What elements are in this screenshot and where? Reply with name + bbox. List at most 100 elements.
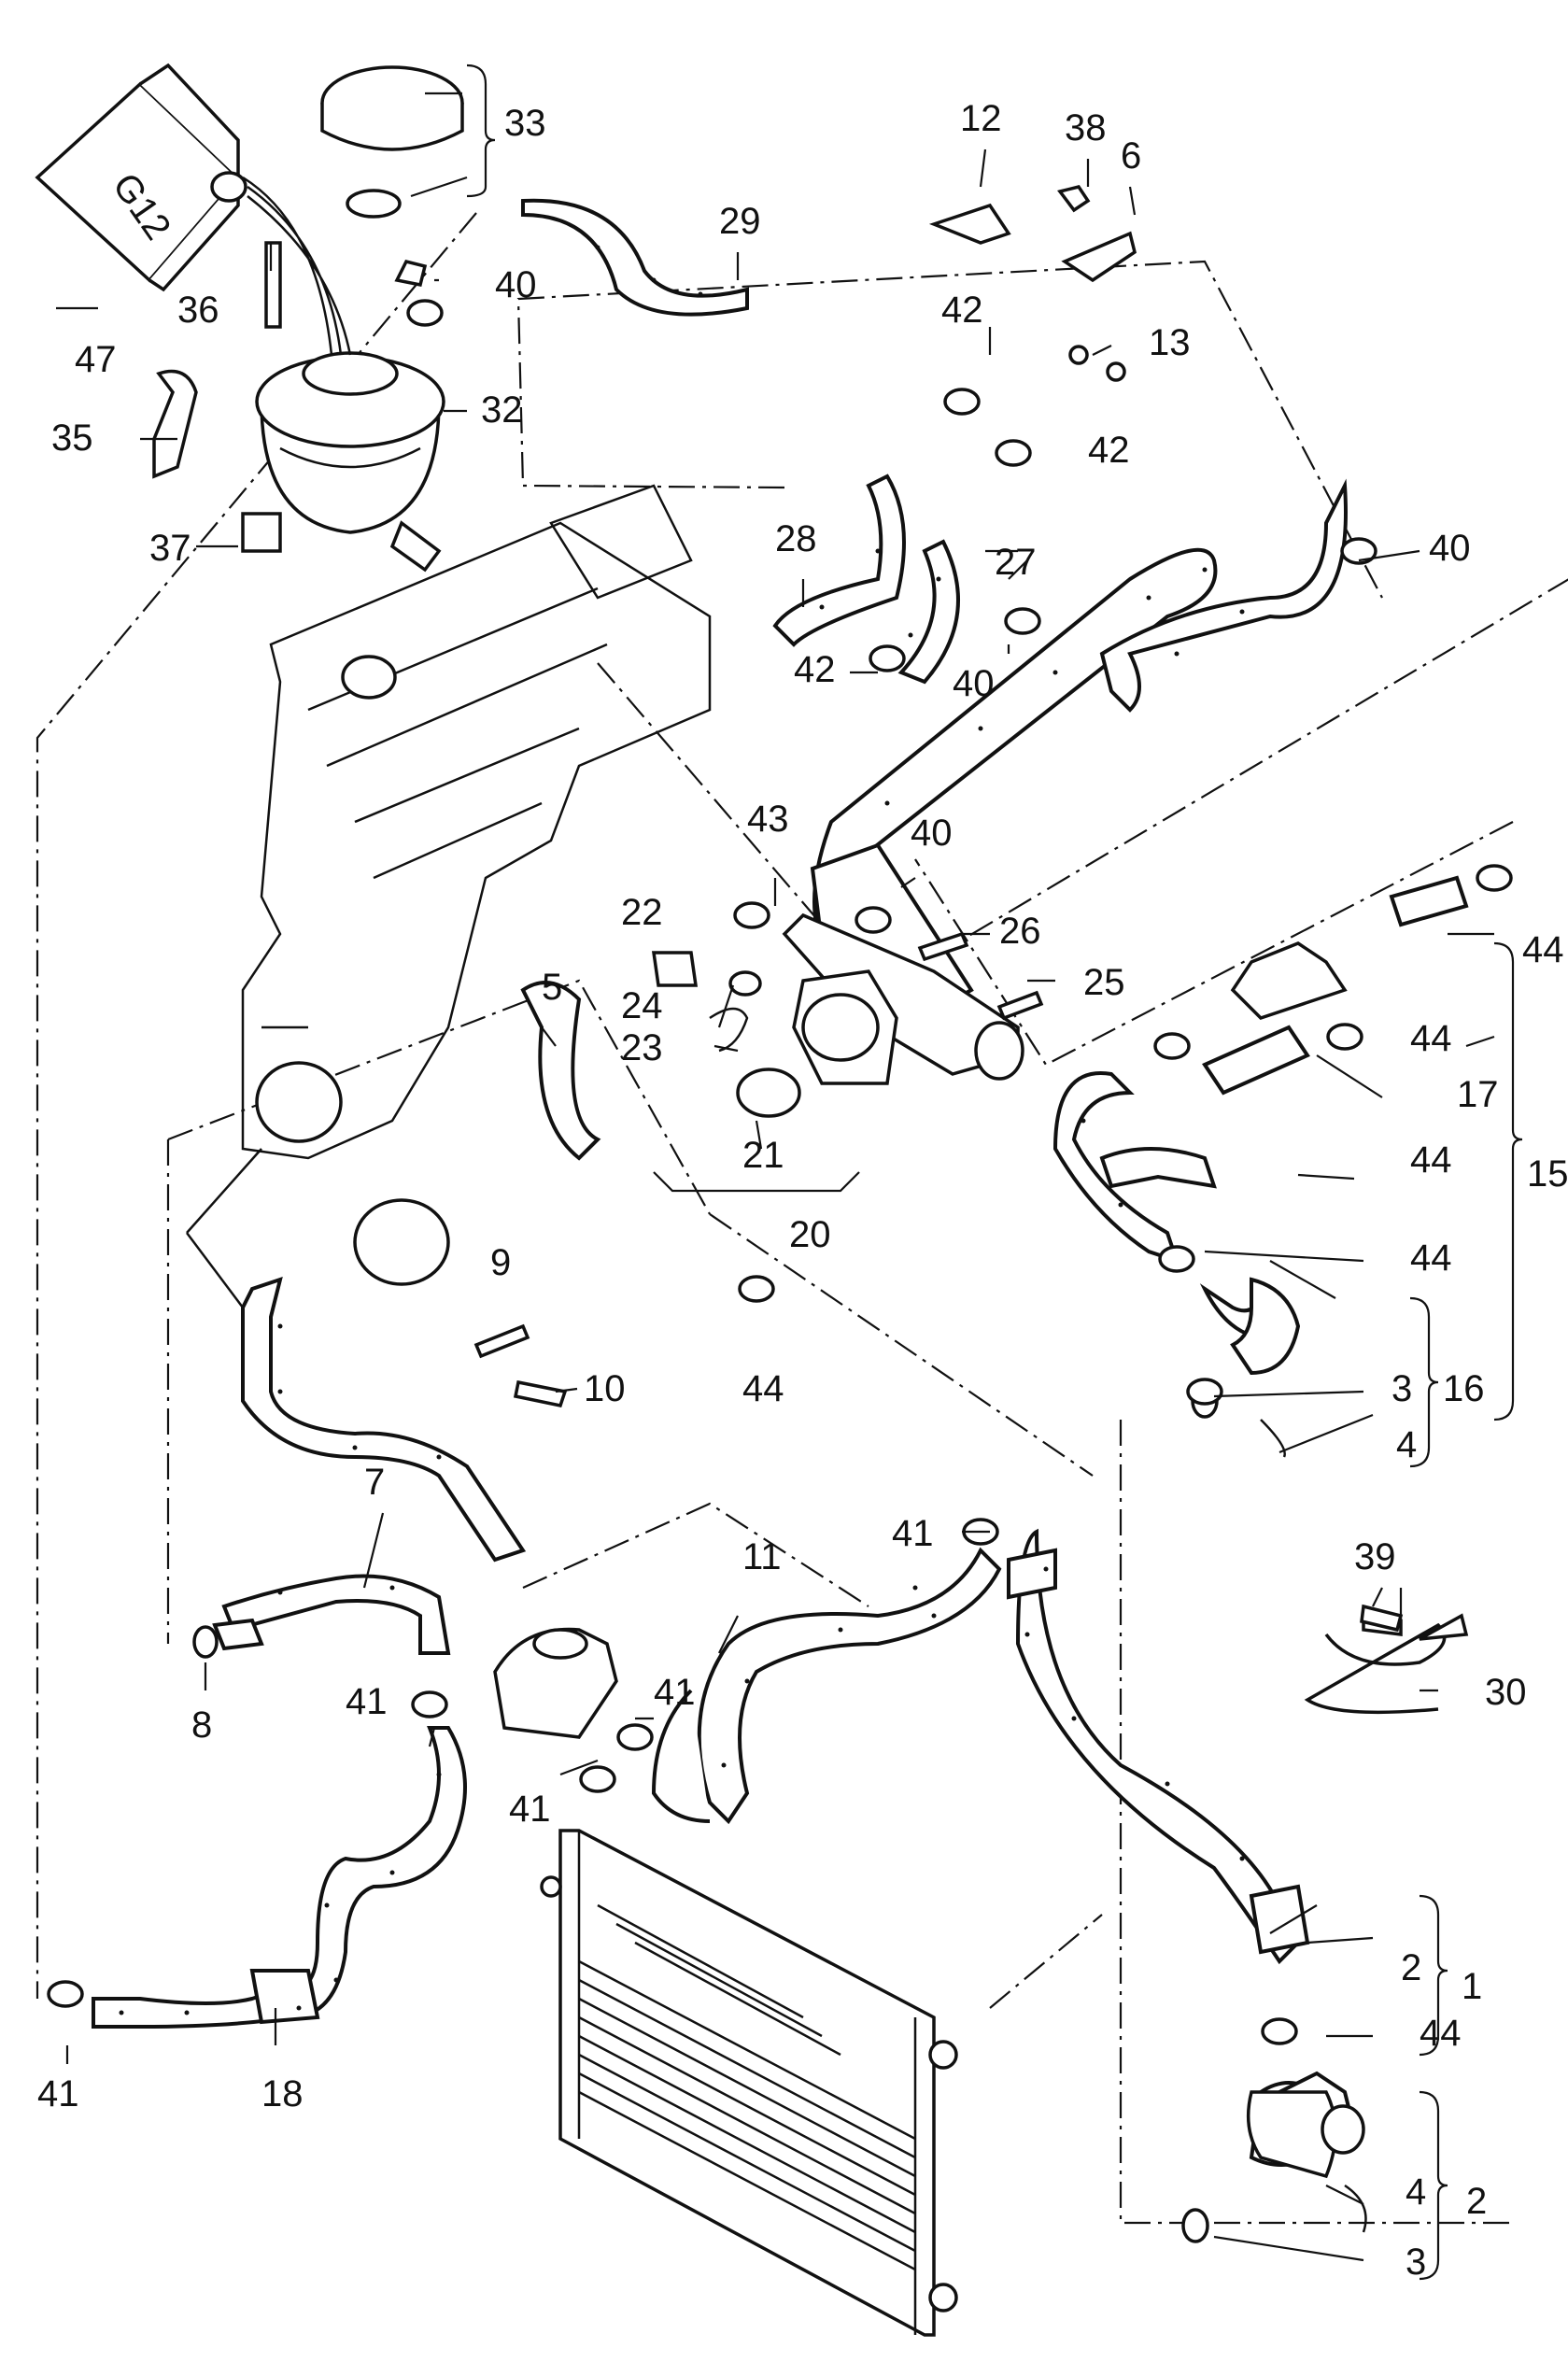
callout-c44d: 44 bbox=[1410, 1238, 1452, 1279]
callout-c41e: 41 bbox=[37, 2073, 79, 2114]
callout-c21: 21 bbox=[742, 1135, 784, 1176]
clamp-ring bbox=[579, 1765, 616, 1793]
clamp-ring bbox=[1261, 2017, 1298, 2045]
callout-c44c: 44 bbox=[1410, 1139, 1452, 1181]
speckle bbox=[875, 548, 881, 554]
hose-texture bbox=[119, 245, 1245, 2015]
speckle bbox=[912, 1585, 918, 1591]
speckle bbox=[1071, 1716, 1077, 1721]
engine-block bbox=[186, 484, 712, 1308]
callout-c38: 38 bbox=[1065, 107, 1107, 148]
callout-c28: 28 bbox=[775, 518, 817, 559]
speckle bbox=[1052, 670, 1058, 675]
speckle bbox=[651, 277, 657, 283]
callout-c41c: 41 bbox=[346, 1681, 388, 1722]
callout-c22: 22 bbox=[621, 892, 663, 933]
callout-c27: 27 bbox=[995, 542, 1037, 583]
callout-c2a: 2 bbox=[1401, 1947, 1421, 1988]
clamp-ring bbox=[1186, 1378, 1223, 1406]
speckle bbox=[936, 576, 941, 582]
speckle bbox=[1239, 609, 1245, 615]
speckle bbox=[721, 1762, 727, 1768]
speckle bbox=[1146, 595, 1151, 601]
speckle bbox=[595, 245, 600, 250]
speckle bbox=[978, 726, 983, 731]
speckle bbox=[1024, 1632, 1030, 1637]
callout-c29: 29 bbox=[719, 201, 761, 242]
clamp-ring bbox=[869, 644, 906, 672]
speckle bbox=[119, 2010, 124, 2015]
speckle bbox=[324, 1902, 330, 1908]
callout-c4b: 4 bbox=[1406, 2171, 1426, 2213]
callout-c42a: 42 bbox=[941, 290, 983, 331]
callout-c40b: 40 bbox=[1429, 528, 1471, 569]
speckle bbox=[819, 604, 825, 610]
callout-c9: 9 bbox=[490, 1242, 511, 1283]
callout-c10: 10 bbox=[584, 1368, 626, 1409]
callout-c25: 25 bbox=[1083, 962, 1125, 1003]
speckle bbox=[838, 1627, 843, 1633]
callout-c37: 37 bbox=[149, 528, 191, 569]
speckle bbox=[931, 1613, 937, 1619]
thermostat-housing bbox=[651, 912, 1348, 1118]
clamp-ring bbox=[616, 1723, 654, 1751]
callout-c8: 8 bbox=[191, 1704, 212, 1746]
speckle bbox=[296, 2005, 302, 2011]
callout-c47: 47 bbox=[75, 339, 117, 380]
antifreeze-bottle: G12 bbox=[35, 63, 352, 356]
speckle bbox=[1081, 1118, 1086, 1124]
clamp-ring bbox=[1153, 1032, 1191, 1060]
clamp-ring bbox=[995, 439, 1032, 467]
speckle bbox=[436, 1454, 442, 1460]
clamp-ring bbox=[1004, 607, 1041, 635]
clamp-ring bbox=[1158, 1245, 1195, 1273]
callout-c30: 30 bbox=[1485, 1672, 1527, 1713]
callout-c39: 39 bbox=[1354, 1536, 1396, 1577]
speckle bbox=[389, 1585, 395, 1591]
leader-lines bbox=[56, 92, 1495, 2262]
speckle bbox=[436, 1772, 442, 1777]
speckle bbox=[1174, 651, 1180, 657]
callout-c41d: 41 bbox=[509, 1789, 551, 1830]
callout-c41b: 41 bbox=[654, 1672, 696, 1713]
clamp-ring bbox=[733, 901, 770, 929]
speckle bbox=[333, 1977, 339, 1983]
speckle bbox=[184, 2010, 190, 2015]
radiator bbox=[540, 1829, 958, 2337]
coolant-reservoir bbox=[255, 65, 464, 573]
callout-c36: 36 bbox=[177, 290, 219, 331]
callout-c26: 26 bbox=[999, 911, 1041, 952]
callout-c35: 35 bbox=[51, 417, 93, 459]
speckle bbox=[884, 800, 890, 806]
speckle bbox=[744, 1678, 750, 1684]
callout-c43: 43 bbox=[747, 799, 789, 840]
callout-c11: 11 bbox=[742, 1536, 782, 1577]
braces bbox=[466, 64, 1523, 2281]
callout-c3b: 3 bbox=[1406, 2242, 1426, 2283]
callout-c41a: 41 bbox=[892, 1513, 934, 1554]
clamp-ring bbox=[855, 906, 892, 934]
callout-c20: 20 bbox=[789, 1214, 831, 1255]
callout-c12: 12 bbox=[960, 98, 1002, 139]
callout-c18: 18 bbox=[261, 2073, 304, 2114]
speckle bbox=[1118, 1202, 1123, 1208]
clamp-ring bbox=[738, 1275, 775, 1303]
callout-c4a: 4 bbox=[1396, 1424, 1417, 1465]
callout-c44b: 44 bbox=[1410, 1018, 1452, 1059]
speckle bbox=[1165, 1781, 1170, 1787]
callout-c33: 33 bbox=[504, 103, 546, 144]
callout-c7: 7 bbox=[364, 1462, 385, 1503]
callout-c13: 13 bbox=[1149, 322, 1191, 363]
callout-c44f: 44 bbox=[1420, 2013, 1462, 2054]
callout-c3a: 3 bbox=[1391, 1368, 1412, 1409]
speckle bbox=[277, 1590, 283, 1595]
clamp-ring bbox=[1476, 864, 1513, 892]
callout-c44e: 44 bbox=[742, 1368, 784, 1409]
speckle bbox=[698, 291, 703, 297]
callout-c5: 5 bbox=[542, 967, 562, 1008]
callout-c23: 23 bbox=[621, 1027, 663, 1068]
callout-c32: 32 bbox=[481, 389, 523, 431]
